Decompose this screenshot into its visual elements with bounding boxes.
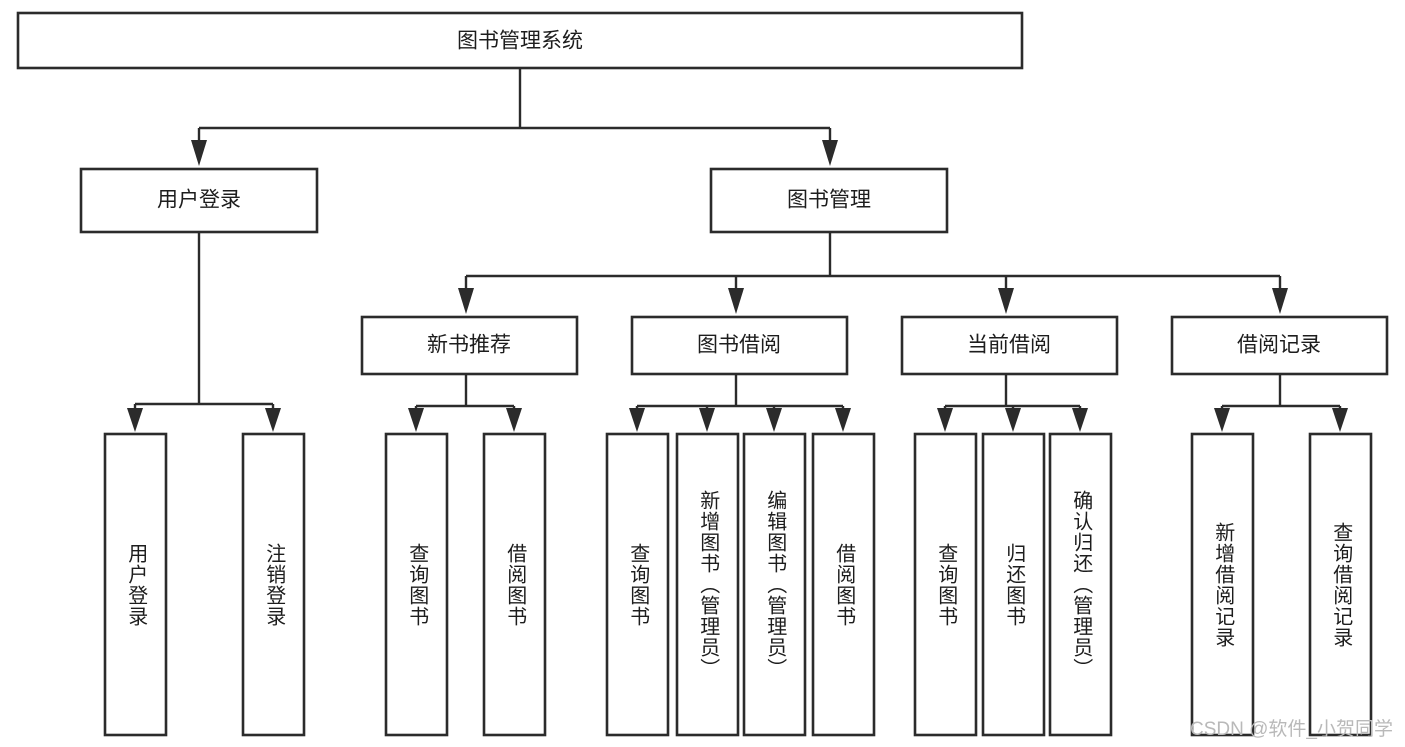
leaf-label-confirm-return-admin: 确认归还（管理员） bbox=[1069, 490, 1092, 679]
leaf-label-add-book-admin: 新增图书（管理员） bbox=[696, 490, 719, 679]
connector-group-current-borrow-to-leaves bbox=[937, 374, 1088, 432]
leaf-boxes bbox=[103, 432, 1373, 737]
node-root[interactable]: 图书管理系统 bbox=[16, 11, 1024, 70]
leaf-label-wrap-query-book-borrow: 查询图书 bbox=[607, 434, 668, 735]
arrow-head-leaf-query-book-current bbox=[937, 408, 953, 432]
node-root-label: 图书管理系统 bbox=[457, 30, 583, 53]
arrow-head-leaf-query-book-borrow bbox=[629, 408, 645, 432]
leaf-label-query-borrow-record: 查询借阅记录 bbox=[1329, 521, 1352, 648]
connector-group-new-book-recommend-to-leaves bbox=[408, 374, 522, 432]
node-book-manage-label: 图书管理 bbox=[787, 189, 871, 212]
arrow-head-user-login bbox=[191, 140, 207, 166]
leaf-label-return-book: 归还图书 bbox=[1002, 542, 1025, 627]
arrow-head-leaf-user-login bbox=[127, 408, 143, 432]
leaf-box-borrow-book-recommend[interactable] bbox=[482, 432, 547, 737]
node-new-book-recommend[interactable]: 新书推荐 bbox=[360, 315, 579, 376]
leaf-label-wrap-add-borrow-record: 新增借阅记录 bbox=[1192, 434, 1253, 735]
node-borrow-record-box[interactable] bbox=[1170, 315, 1389, 376]
leaf-label-wrap-add-book-admin: 新增图书（管理员） bbox=[677, 434, 738, 735]
leaf-box-user-login[interactable] bbox=[103, 432, 168, 737]
arrow-head-leaf-logout bbox=[265, 408, 281, 432]
node-current-borrow-label: 当前借阅 bbox=[967, 334, 1051, 357]
node-user-login-label: 用户登录 bbox=[157, 189, 241, 212]
leaf-label-user-login: 用户登录 bbox=[124, 542, 147, 627]
connector-group-book-borrow-to-leaves bbox=[629, 374, 851, 432]
leaf-label-wrap-borrow-book: 借阅图书 bbox=[813, 434, 874, 735]
leaf-label-add-borrow-record: 新增借阅记录 bbox=[1211, 521, 1234, 648]
leaf-label-wrap-user-login: 用户登录 bbox=[105, 434, 166, 735]
node-book-borrow-box[interactable] bbox=[630, 315, 849, 376]
arrow-head-new-book-recommend bbox=[458, 288, 474, 314]
leaf-label-wrap-logout: 注销登录 bbox=[243, 434, 304, 735]
leaf-label-query-book-current: 查询图书 bbox=[934, 542, 957, 627]
arrow-head-leaf-borrow-book-recommend bbox=[506, 408, 522, 432]
leaf-label-query-book-borrow: 查询图书 bbox=[626, 542, 649, 627]
node-borrow-record[interactable]: 借阅记录 bbox=[1170, 315, 1389, 376]
connector-group-borrow-record-to-leaves bbox=[1214, 374, 1348, 432]
arrow-head-leaf-query-borrow-record bbox=[1332, 408, 1348, 432]
node-new-book-recommend-box[interactable] bbox=[360, 315, 579, 376]
arrow-head-leaf-return-book bbox=[1005, 408, 1021, 432]
leaf-label-wrap-query-book-current: 查询图书 bbox=[915, 434, 976, 735]
leaf-label-borrow-book-recommend: 借阅图书 bbox=[503, 542, 526, 627]
leaf-box-add-borrow-record[interactable] bbox=[1190, 432, 1255, 737]
leaf-label-wrap-query-book-recommend: 查询图书 bbox=[386, 434, 447, 735]
node-user-login-box[interactable] bbox=[79, 167, 319, 234]
leaf-label-edit-book-admin: 编辑图书（管理员） bbox=[763, 490, 786, 679]
leaf-box-query-borrow-record[interactable] bbox=[1308, 432, 1373, 737]
arrow-head-leaf-borrow-book bbox=[835, 408, 851, 432]
leaf-label-wrap-confirm-return-admin: 确认归还（管理员） bbox=[1050, 434, 1111, 735]
leaf-label-logout: 注销登录 bbox=[262, 542, 285, 627]
leaf-label-borrow-book: 借阅图书 bbox=[832, 542, 855, 627]
leaf-box-edit-book-admin[interactable] bbox=[742, 432, 807, 737]
leaf-box-query-book-borrow[interactable] bbox=[605, 432, 670, 737]
leaf-label-wrap-edit-book-admin: 编辑图书（管理员） bbox=[744, 434, 805, 735]
node-book-manage[interactable]: 图书管理 bbox=[709, 167, 949, 234]
arrow-head-book-borrow bbox=[728, 288, 744, 314]
connector-group-root-to-level2 bbox=[191, 68, 838, 166]
connector-group-book-manage-to-level3 bbox=[458, 232, 1288, 314]
leaf-label-wrap-return-book: 归还图书 bbox=[983, 434, 1044, 735]
node-book-borrow[interactable]: 图书借阅 bbox=[630, 315, 849, 376]
leaf-label-wrap-borrow-book-recommend: 借阅图书 bbox=[484, 434, 545, 735]
leaf-box-add-book-admin[interactable] bbox=[675, 432, 740, 737]
node-current-borrow[interactable]: 当前借阅 bbox=[900, 315, 1119, 376]
node-current-borrow-box[interactable] bbox=[900, 315, 1119, 376]
leaf-label-query-book-recommend: 查询图书 bbox=[405, 542, 428, 627]
leaf-box-confirm-return-admin[interactable] bbox=[1048, 432, 1113, 737]
leaf-box-logout[interactable] bbox=[241, 432, 306, 737]
node-new-book-recommend-label: 新书推荐 bbox=[427, 334, 511, 357]
leaf-box-return-book[interactable] bbox=[981, 432, 1046, 737]
arrow-head-leaf-query-book-recommend bbox=[408, 408, 424, 432]
node-root-box[interactable] bbox=[16, 11, 1024, 70]
leaf-label-wrap-query-borrow-record: 查询借阅记录 bbox=[1310, 434, 1371, 735]
arrow-head-book-manage bbox=[822, 140, 838, 166]
arrow-head-leaf-add-book-admin bbox=[699, 408, 715, 432]
arrow-head-current-borrow bbox=[998, 288, 1014, 314]
csdn-watermark: CSDN @软件_小贺同学 bbox=[1190, 719, 1393, 740]
connector-group-user-login-to-leaves bbox=[127, 232, 281, 432]
arrow-head-leaf-add-borrow-record bbox=[1214, 408, 1230, 432]
node-user-login[interactable]: 用户登录 bbox=[79, 167, 319, 234]
leaf-box-query-book-recommend[interactable] bbox=[384, 432, 449, 737]
leaf-box-borrow-book[interactable] bbox=[811, 432, 876, 737]
arrow-head-borrow-record bbox=[1272, 288, 1288, 314]
node-borrow-record-label: 借阅记录 bbox=[1237, 334, 1321, 357]
leaf-box-query-book-current[interactable] bbox=[913, 432, 978, 737]
arrow-head-leaf-edit-book-admin bbox=[766, 408, 782, 432]
arrow-head-leaf-confirm-return-admin bbox=[1072, 408, 1088, 432]
node-book-borrow-label: 图书借阅 bbox=[697, 334, 781, 357]
node-book-manage-box[interactable] bbox=[709, 167, 949, 234]
